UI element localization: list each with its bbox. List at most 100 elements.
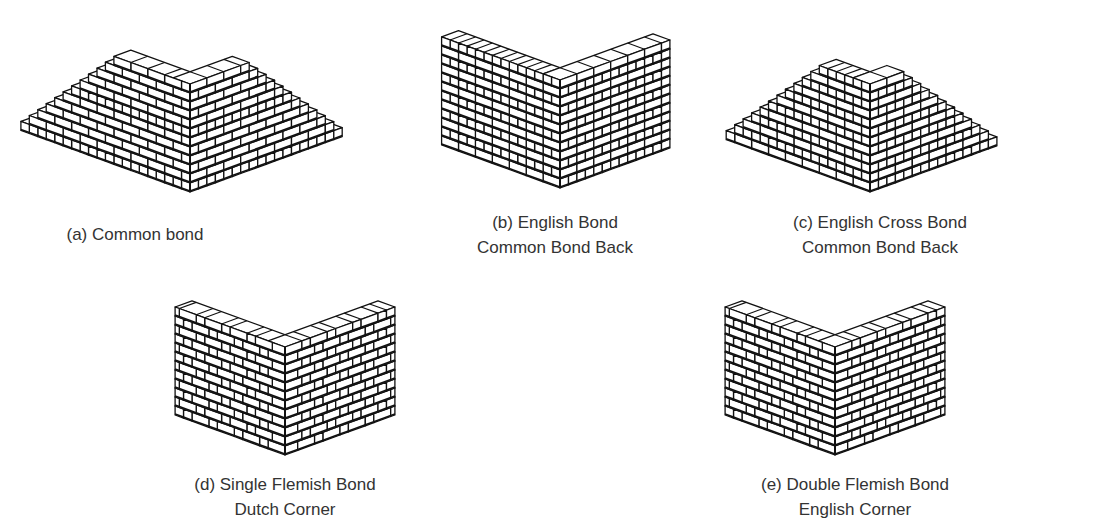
brick-shadow [845,128,862,134]
brick-shadow [602,151,610,154]
brick [645,43,662,58]
brick-shadow [887,152,904,158]
wall-top [543,43,670,89]
brick-shadow [526,130,534,133]
brick-shadow [526,76,534,79]
brick-shadow [611,147,619,150]
brick-shadow [535,115,543,118]
brick-shadow [148,77,165,83]
brick-shadow [241,103,258,109]
brick-shadow [904,176,912,179]
brick-shadow [80,124,97,130]
brick-shadow [215,179,223,182]
brick-shadow [526,175,543,181]
brick-shadow [63,100,80,106]
brick [560,74,577,89]
brick-shadow [156,161,173,167]
brick-shadow [661,75,669,78]
brick-shadow [156,89,173,95]
brick-shadow [661,102,669,105]
brick-shadow [224,176,232,179]
brick-shadow [509,151,526,157]
brick-shadow [887,92,895,95]
brick-shadow [139,101,156,107]
top-joint [828,62,845,68]
brick-shadow [89,82,106,88]
brick-shadow [594,100,602,103]
brick-shadow [283,100,291,103]
brick-shadow [653,114,661,117]
brick-shadow [131,169,139,172]
brick-shadow [912,92,920,95]
brick-shadow [459,87,467,90]
brick-shadow [946,115,954,118]
brick-shadow [165,101,182,107]
top-joint [224,59,241,65]
brick-shadow [845,119,853,122]
brick-shadow [870,188,878,191]
brick-shadow [963,154,971,157]
brick-shadow [526,112,534,115]
brick-shadow [232,97,249,103]
brick-shadow [980,148,988,151]
brick-shadow [182,179,190,182]
brick [501,59,510,71]
brick-shadow [207,116,224,122]
brick-shadow [870,122,887,128]
brick-shadow [72,148,80,151]
brick-shadow [543,91,560,97]
brick-shadow [777,130,785,133]
brick-shadow [241,157,258,163]
brick-shadow [568,145,576,148]
brick-shadow [836,98,844,101]
brick-shadow [148,113,165,119]
brick [518,65,527,77]
brick-shadow [165,137,182,143]
brick-shadow [878,95,886,98]
brick-shadow [323,434,340,440]
brick-shadow [224,74,241,80]
brick-shadow [105,106,113,109]
brick-shadow [492,117,500,120]
brick-shadow [653,78,661,81]
brick-shadow [602,115,610,118]
brick-shadow [887,110,895,113]
brick-shadow [853,86,861,89]
brick-shadow [853,140,861,143]
brick-shadow [241,139,258,145]
brick-shadow [190,134,198,137]
brick-shadow [870,179,878,182]
brick-shadow [148,95,165,101]
brick-shadow [560,100,577,106]
brick-shadow [929,154,946,160]
brick-shadow [224,110,241,116]
brick-shadow [475,84,492,90]
brick-shadow [921,115,929,118]
brick-shadow [836,170,844,173]
brick-shadow [811,142,819,145]
brick-shadow [560,118,577,124]
brick-shadow [594,142,611,148]
brick-shadow [760,142,768,145]
brick-shadow [518,73,526,76]
brick [552,77,561,89]
brick-shadow [182,125,190,128]
brick-shadow [89,118,106,124]
brick-shadow [459,141,467,144]
brick-shadow [340,431,348,434]
brick-shadow [853,149,870,155]
brick-shadow [131,106,148,112]
brick-shadow [611,135,628,141]
brick-shadow [258,163,266,166]
brick [735,125,743,137]
brick-shadow [870,116,878,119]
brick-shadow [122,112,130,115]
brick-shadow [661,120,669,123]
brick-shadow [63,145,71,148]
brick-shadow [811,124,819,127]
brick-shadow [442,81,450,84]
brick-shadow [492,135,500,138]
brick-shadow [492,162,509,168]
brick-shadow [619,72,627,75]
brick-shadow [543,109,560,115]
